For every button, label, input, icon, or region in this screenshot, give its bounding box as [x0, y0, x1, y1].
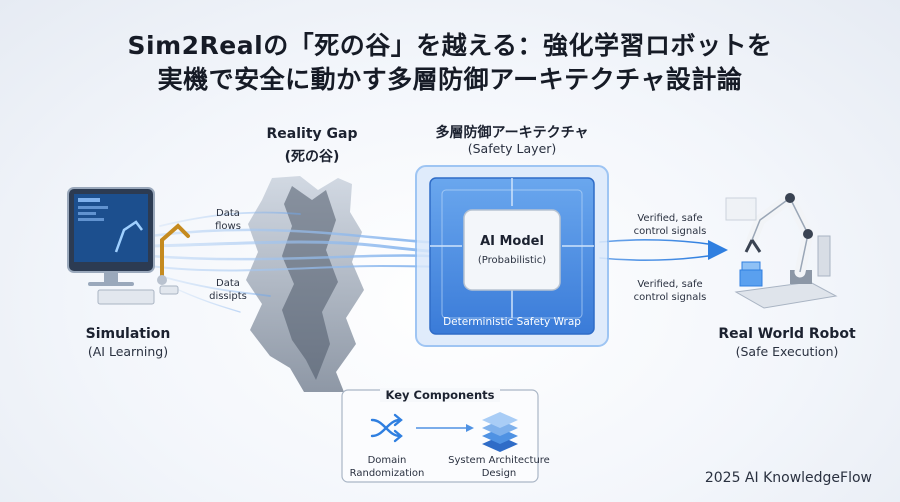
- reality-gap-subtitle: (死の谷): [284, 149, 340, 165]
- signal-bottom-line-2: control signals: [633, 292, 707, 303]
- signal-bottom-line-1: Verified, safe: [637, 279, 703, 290]
- domain-randomization-label: Domain Randomization: [346, 454, 428, 480]
- signal-top-line-2: control signals: [633, 226, 707, 237]
- signal-top-line-1: Verified, safe: [637, 213, 703, 224]
- page-title-line-1: Sim2Realの「死の谷」を越える：強化学習ロボットを: [127, 31, 773, 60]
- system-architecture-line-1: System Architecture: [448, 455, 550, 466]
- real-world-robot-illustration: [725, 189, 838, 309]
- right-arrow-icon: [416, 424, 474, 432]
- safety-wrap-label: Deterministic Safety Wrap: [443, 316, 581, 328]
- key-components-title-wrap: Key Components: [342, 384, 538, 403]
- output-signal-arrows: [597, 239, 715, 261]
- signal-label-bottom: Verified, safe control signals: [622, 278, 718, 304]
- robot-title: Real World Robot: [718, 326, 856, 342]
- reality-gap-title: Reality Gap: [266, 126, 358, 142]
- ai-model-subtitle: (Probabilistic): [477, 255, 547, 266]
- data-flows-line-1: Data: [216, 208, 240, 219]
- system-architecture-label: System Architecture Design: [440, 454, 558, 480]
- footer-credit: 2025 AI KnowledgeFlow: [704, 470, 872, 486]
- system-architecture-line-2: Design: [481, 468, 517, 479]
- domain-randomization-line-2: Randomization: [349, 468, 425, 479]
- data-flows-line-2: flows: [215, 221, 241, 232]
- key-components-box: [341, 389, 539, 483]
- shuffle-icon: [370, 413, 403, 443]
- key-components-title: Key Components: [379, 388, 501, 402]
- data-flows-label: Data flows: [200, 207, 256, 233]
- data-dissipates-label: Data dissipts: [200, 277, 256, 303]
- robot-subtitle: (Safe Execution): [735, 344, 839, 359]
- data-dissipates-line-1: Data: [216, 278, 240, 289]
- layers-stack-icon: [482, 412, 518, 452]
- simulation-subtitle: (AI Learning): [87, 344, 169, 359]
- simulation-computer-illustration: [67, 187, 190, 305]
- output-arrow-head: [708, 240, 728, 260]
- data-dissipates-line-2: dissipts: [209, 291, 247, 302]
- safety-layer-subtitle: (Safety Layer): [467, 141, 557, 156]
- simulation-title: Simulation: [85, 326, 171, 342]
- signal-label-top: Verified, safe control signals: [622, 212, 718, 238]
- domain-randomization-line-1: Domain: [367, 455, 407, 466]
- ai-model-card: [463, 209, 561, 291]
- reality-gap-chasm: [246, 176, 364, 392]
- page-title-line-2: 実機で安全に動かす多層防御アーキテクチャ設計論: [157, 65, 743, 94]
- safety-layer-title: 多層防御アーキテクチャ: [435, 125, 589, 141]
- ai-model-title: AI Model: [480, 234, 544, 249]
